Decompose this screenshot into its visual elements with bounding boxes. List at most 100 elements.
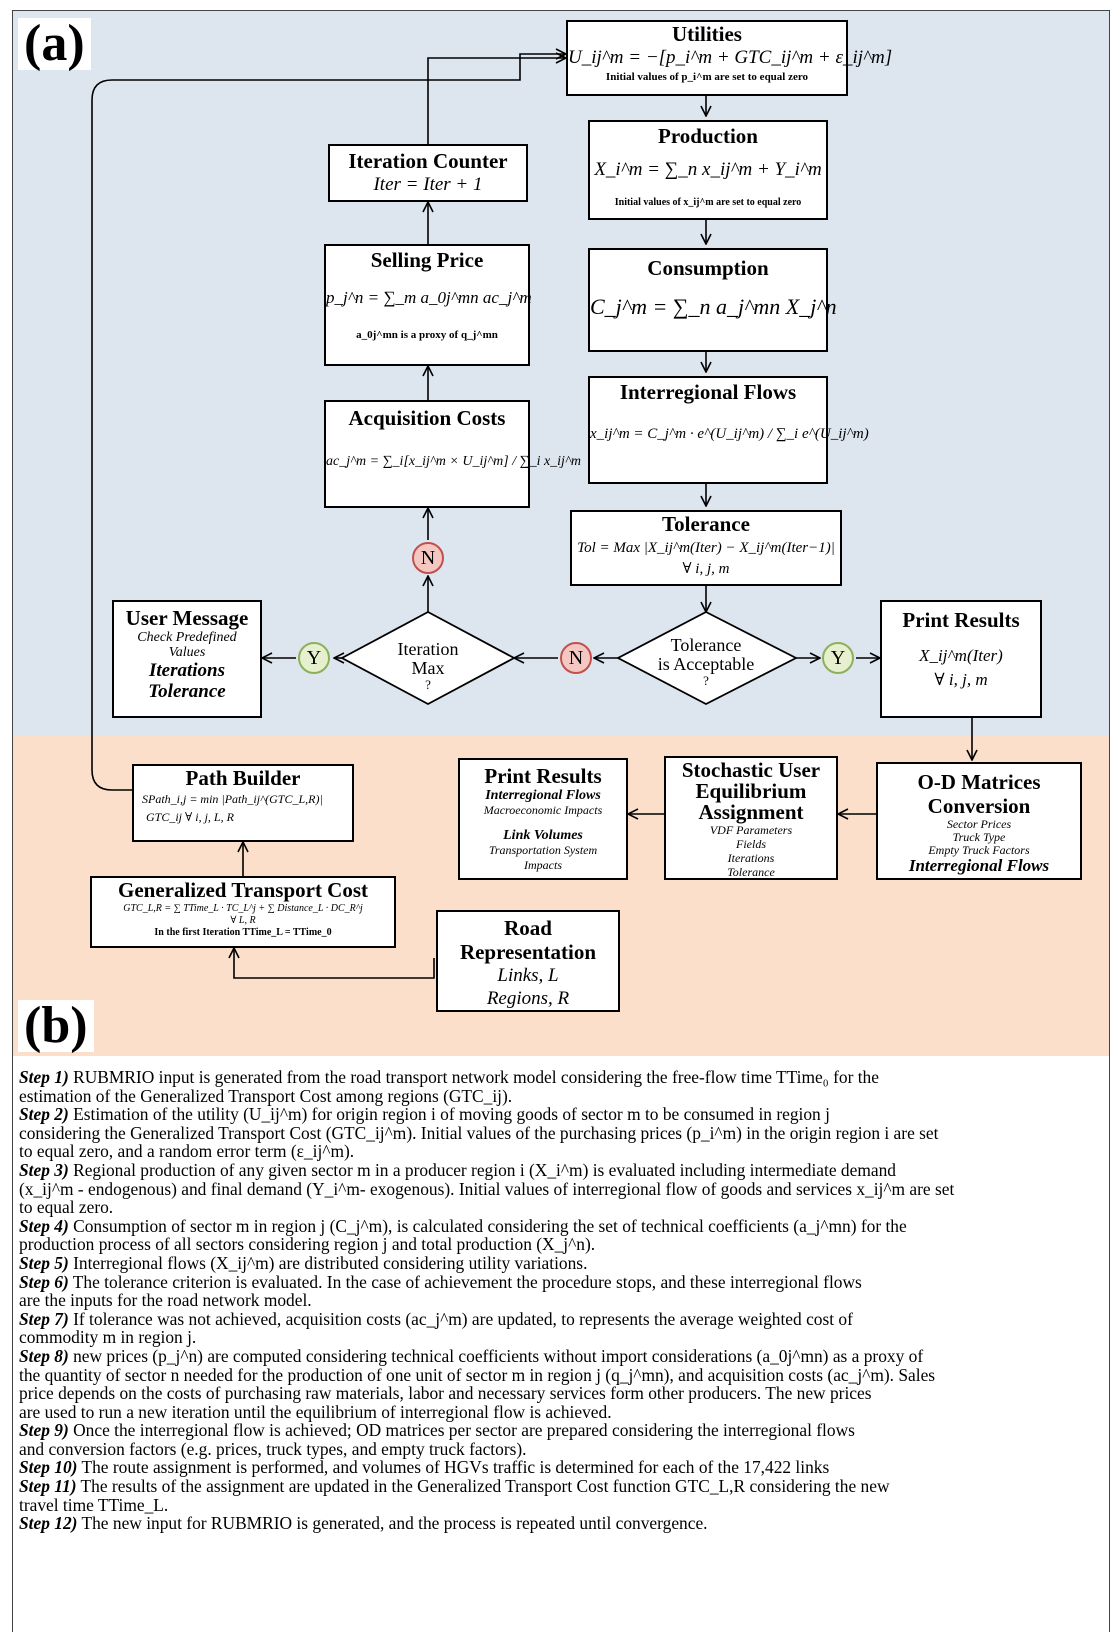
acquisition-equation: ac_j^m = ∑_i[x_ij^m × U_ij^m] / ∑_i x_ij… — [326, 454, 581, 469]
step-line: Step 11) The results of the assignment a… — [19, 1477, 1105, 1496]
step-text: considering the Generalized Transport Co… — [19, 1122, 939, 1143]
step-text: The results of the assignment are update… — [76, 1476, 890, 1497]
step-label: Step 4) — [19, 1215, 69, 1236]
user-message-line2: Values — [168, 645, 206, 660]
step-text: are the inputs for the road network mode… — [19, 1290, 312, 1311]
acquisition-costs-box: Acquisition Costs ac_j^m = ∑_i[x_ij^m × … — [324, 400, 581, 508]
step-label: Step 6) — [19, 1271, 69, 1292]
step-text: travel time TTime_L. — [19, 1494, 169, 1515]
step-line: (x_ij^m - endogenous) and final demand (… — [19, 1178, 1105, 1199]
print-results-b-line2: Macroeconomic Impacts — [483, 803, 603, 817]
step-line: Step 6) The tolerance criterion is evalu… — [19, 1271, 1105, 1292]
print-results-b-title: Print Results — [484, 764, 602, 788]
iteration-diamond-line2: Max — [411, 658, 445, 678]
step-line: and conversion factors (e.g. prices, tru… — [19, 1440, 1105, 1459]
print-results-a-box: Print Results X_ij^m(Iter) ∀ i, j, m — [880, 600, 1042, 718]
tolerance-acceptable-diamond: Tolerance is Acceptable ? — [630, 635, 782, 688]
production-equation: X_i^m = ∑_n x_ij^m + Y_i^m — [594, 159, 822, 180]
gtc-box: Generalized Transport Cost GTC_L,R = ∑ T… — [90, 876, 396, 948]
step-text: If tolerance was not achieved, acquisiti… — [68, 1308, 853, 1329]
step-text: estimation of the Generalized Transport … — [19, 1085, 513, 1106]
step-label: Step 12) — [19, 1513, 78, 1534]
utilities-equation: U_ij^m = −[p_i^m + GTC_ij^m + ε_ij^m] — [568, 47, 893, 68]
utilities-box: Utilities U_ij^m = −[p_i^m + GTC_ij^m + … — [566, 20, 893, 96]
iteration-diamond-line1: Iteration — [397, 639, 459, 659]
production-box: Production X_i^m = ∑_n x_ij^m + Y_i^m In… — [588, 120, 828, 220]
production-note: Initial values of x_ij^m are set to equa… — [614, 197, 802, 208]
iteration-counter-box: Iteration Counter Iter = Iter + 1 — [328, 144, 528, 202]
step-line: considering the Generalized Transport Co… — [19, 1122, 1105, 1143]
step-text: Estimation of the utility (U_ij^m) for o… — [68, 1104, 830, 1125]
path-builder-equation: SPath_i,j = min |Path_ij^(GTC_L,R)| — [142, 792, 323, 806]
step-text: (x_ij^m - endogenous) and final demand (… — [19, 1178, 955, 1199]
tolerance-diamond-line1: Tolerance — [670, 635, 742, 655]
step-line: to equal zero, and a random error term (… — [19, 1142, 1105, 1161]
yes-circle-iteration: Y — [298, 642, 330, 674]
step-line: are the inputs for the road network mode… — [19, 1291, 1105, 1310]
print-results-b-box: Print Results Interregional Flows Macroe… — [458, 758, 628, 880]
road-line1: Links, L — [497, 965, 559, 986]
production-title: Production — [658, 124, 758, 148]
od-title2: Conversion — [927, 794, 1031, 818]
step-text: commodity m in region j. — [19, 1327, 197, 1348]
step-line: Step 3) Regional production of any given… — [19, 1161, 1105, 1180]
step-label: Step 9) — [19, 1420, 69, 1441]
print-results-b-line1: Interregional Flows — [485, 788, 601, 803]
user-message-line1: Check Predefined — [137, 630, 237, 645]
step-line: Step 8) new prices (p_j^n) are computed … — [19, 1347, 1105, 1366]
od-line1: Sector Prices — [946, 817, 1012, 831]
step-line: Step 10) The route assignment is perform… — [19, 1458, 1105, 1477]
step-line: Step 1) RUBMRIO input is generated from … — [19, 1068, 1105, 1087]
step-text: to equal zero, and a random error term (… — [19, 1141, 355, 1162]
sue-line2: Fields — [736, 837, 766, 851]
step-text: The route assignment is performed, and v… — [77, 1457, 830, 1478]
user-message-box: User Message Check Predefined Values Ite… — [112, 600, 262, 718]
road-representation-box: Road Representation Links, L Regions, R — [436, 910, 620, 1012]
tolerance-diamond-line2: is Acceptable — [657, 654, 755, 674]
step-label: Step 2) — [19, 1104, 69, 1125]
step-label: Step 8) — [19, 1345, 69, 1366]
road-title2: Representation — [459, 940, 597, 964]
step-line: Step 7) If tolerance was not achieved, a… — [19, 1308, 1105, 1329]
step-line: to equal zero. — [19, 1198, 1105, 1217]
step-text: are used to run a new iteration until th… — [19, 1401, 612, 1422]
sue-box: Stochastic User Equilibrium Assignment V… — [664, 756, 838, 880]
od-line2: Truck Type — [952, 830, 1006, 844]
utilities-title: Utilities — [672, 22, 742, 46]
print-results-b-line4: Transportation System — [488, 843, 598, 857]
steps-list: Step 1) RUBMRIO input is generated from … — [13, 1056, 1109, 1533]
step-line: estimation of the Generalized Transport … — [19, 1085, 1105, 1106]
od-line3: Empty Truck Factors — [928, 843, 1030, 857]
selling-price-title: Selling Price — [370, 248, 484, 272]
no-circle-tolerance: N — [560, 642, 592, 674]
step-line: Step 12) The new input for RUBMRIO is ge… — [19, 1514, 1105, 1533]
step-text: Consumption of sector m in region j (C_j… — [68, 1215, 907, 1236]
iteration-max-diamond: Iteration Max ? — [368, 639, 488, 692]
selling-price-note: a_0j^mn is a proxy of q_j^mn — [356, 329, 498, 341]
path-builder-line2: GTC_ij ∀ i, j, L, R — [146, 810, 234, 824]
step-label: Step 3) — [19, 1159, 69, 1180]
yes-circle-tolerance: Y — [822, 642, 854, 674]
iteration-diamond-line3: ? — [425, 677, 431, 692]
print-results-b-line3: Link Volumes — [503, 828, 583, 843]
path-builder-box: Path Builder SPath_i,j = min |Path_ij^(G… — [132, 764, 354, 842]
step-text: RUBMRIO input is generated from the road… — [68, 1067, 879, 1087]
od-title1: O-D Matrices — [917, 770, 1041, 794]
step-text: and conversion factors (e.g. prices, tru… — [19, 1438, 527, 1459]
print-results-a-equation: X_ij^m(Iter) — [919, 646, 1003, 665]
gtc-note: In the first Iteration TTime_L = TTime_0 — [154, 927, 332, 938]
iteration-counter-title: Iteration Counter — [348, 149, 508, 173]
sue-line4: Tolerance — [727, 865, 775, 879]
step-text: The tolerance criterion is evaluated. In… — [68, 1271, 862, 1292]
step-text: Regional production of any given sector … — [68, 1159, 896, 1180]
interregional-flows-box: Interregional Flows x_ij^m = C_j^m · e^(… — [588, 376, 869, 484]
step-label: Step 5) — [19, 1252, 69, 1273]
road-title1: Road — [504, 916, 552, 940]
step-label: Step 10) — [19, 1457, 78, 1478]
step-line: are used to run a new iteration until th… — [19, 1401, 1105, 1422]
consumption-equation: C_j^m = ∑_n a_j^mn X_j^n — [590, 294, 837, 319]
print-results-a-forall: ∀ i, j, m — [934, 670, 988, 689]
tolerance-forall: ∀ i, j, m — [682, 561, 730, 577]
step-text: production process of all sectors consid… — [19, 1234, 596, 1255]
od-matrices-box: O-D Matrices Conversion Sector Prices Tr… — [876, 762, 1082, 880]
